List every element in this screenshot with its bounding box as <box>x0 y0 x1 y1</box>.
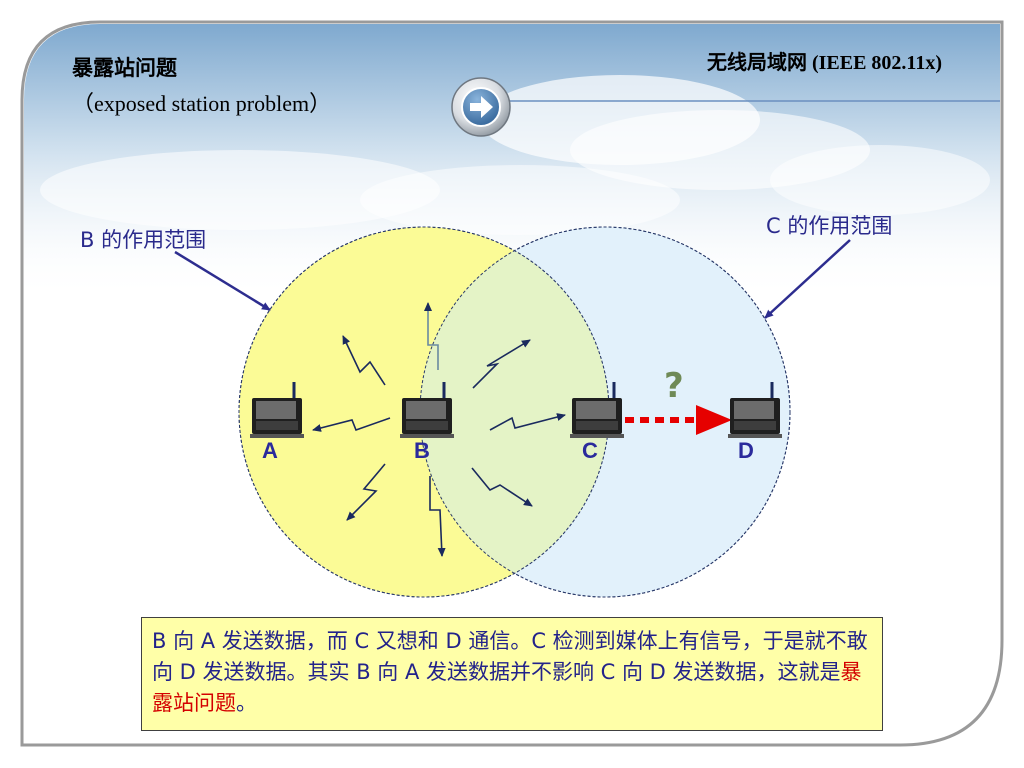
signal-to-c <box>489 413 566 431</box>
laptop-d-icon <box>728 382 782 438</box>
signal-to-a <box>312 417 391 432</box>
c-to-d-data-arrow <box>625 405 732 435</box>
signal-down <box>429 476 446 557</box>
explanation-box: B 向 A 发送数据，而 C 又想和 D 通信。C 检测到媒体上有信号，于是就不… <box>141 617 883 731</box>
sky-background <box>24 24 1000 300</box>
node-label-d: D <box>738 438 754 463</box>
laptop-a-icon <box>250 382 304 438</box>
section-header: 无线局域网 (IEEE 802.11x) <box>706 52 942 74</box>
explanation-highlight: 暴露站问题 <box>152 660 862 715</box>
c-range-label: C 的作用范围 <box>766 214 893 238</box>
b-range-label: B 的作用范围 <box>80 228 207 252</box>
node-label-c: C <box>582 438 598 463</box>
next-arrow-button[interactable] <box>451 77 511 137</box>
signal-down-right <box>471 467 533 507</box>
explanation-end: 。 <box>236 691 257 715</box>
question-mark: ? <box>664 366 684 406</box>
arrow-right-icon <box>470 96 493 118</box>
laptop-c-icon <box>570 382 624 438</box>
b-range-pointer <box>174 250 271 312</box>
slide-subtitle: （exposed station problem） <box>72 91 332 116</box>
signal-up-right <box>472 339 531 389</box>
node-label-a: A <box>262 438 278 463</box>
signal-up-left <box>342 335 386 386</box>
c-range-pointer <box>764 239 851 319</box>
explanation-text: B 向 A 发送数据，而 C 又想和 D 通信。C 检测到媒体上有信号，于是就不… <box>152 629 868 684</box>
slide-title: 暴露站问题 <box>72 55 177 80</box>
laptop-b-icon <box>400 382 454 438</box>
signal-down-left <box>346 463 386 521</box>
signal-up <box>424 302 439 370</box>
node-label-b: B <box>414 438 430 463</box>
signal-waves <box>312 302 566 557</box>
